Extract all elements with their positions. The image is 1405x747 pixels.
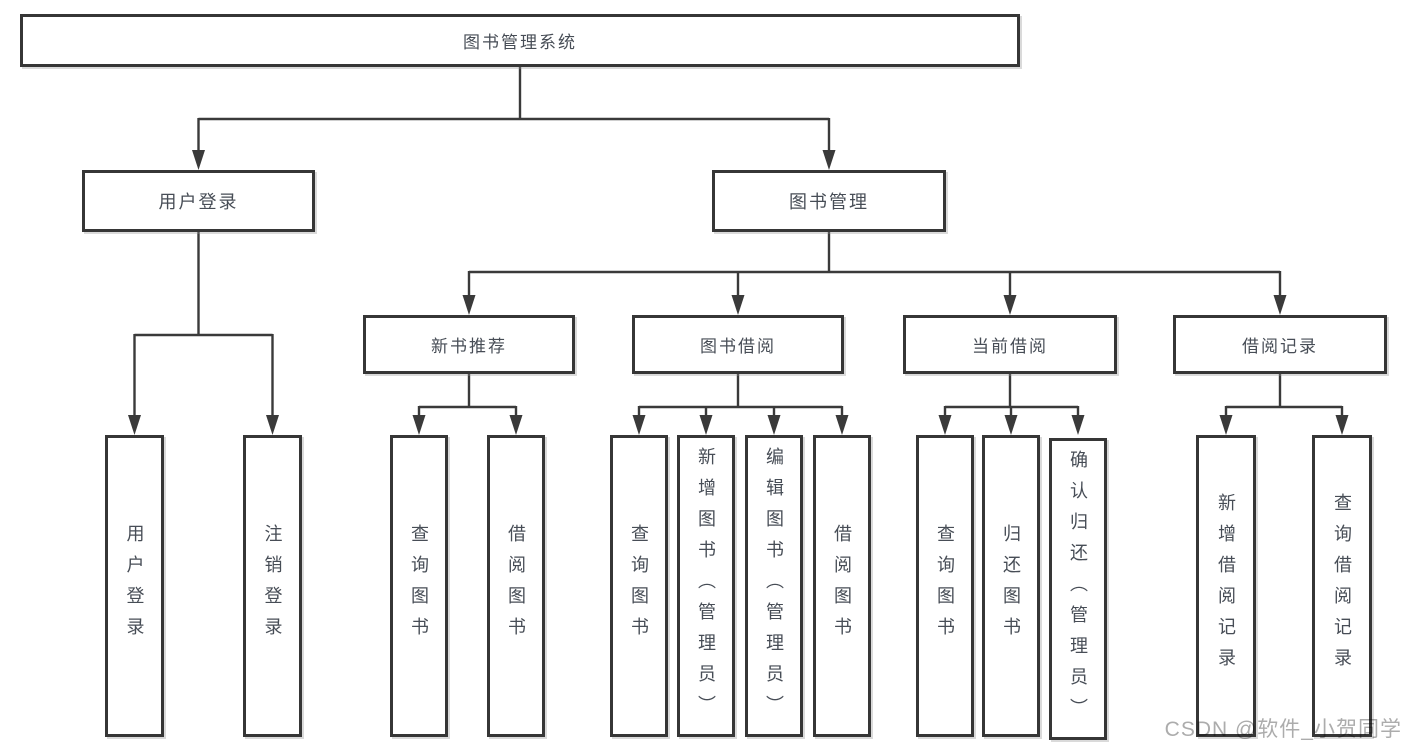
leaf-user-login: 用户登录 xyxy=(105,435,164,737)
leaf-query-borrow-record: 查询借阅记录 xyxy=(1312,435,1372,737)
node-user-login: 用户登录 xyxy=(82,170,315,232)
leaf-borrow-book-rec: 借阅图书 xyxy=(487,435,545,737)
branch-root xyxy=(192,67,836,170)
leaf-add-borrow-record: 新增借阅记录 xyxy=(1196,435,1256,737)
leaf-return-book: 归还图书 xyxy=(982,435,1040,737)
node-borrow-records: 借阅记录 xyxy=(1173,315,1387,374)
node-book-mgmt: 图书管理 xyxy=(712,170,946,232)
leaf-confirm-return-admin: 确认归还（管理员） xyxy=(1049,438,1107,740)
csdn-watermark: CSDN @软件_小贺同学 xyxy=(1164,718,1402,741)
branch-book-mgmt xyxy=(462,232,1287,315)
leaf-edit-book-admin: 编辑图书（管理员） xyxy=(745,435,803,737)
node-root: 图书管理系统 xyxy=(20,14,1020,67)
node-book-borrow: 图书借阅 xyxy=(632,315,844,374)
branch-borrow-records xyxy=(1219,374,1349,435)
leaf-borrow-book-borrow: 借阅图书 xyxy=(813,435,871,737)
node-current-borrow: 当前借阅 xyxy=(903,315,1117,374)
branch-book-borrow xyxy=(632,374,849,435)
branch-user-login xyxy=(128,232,279,435)
leaf-query-book-current: 查询图书 xyxy=(916,435,974,737)
leaf-logout: 注销登录 xyxy=(243,435,302,737)
leaf-query-book-rec: 查询图书 xyxy=(390,435,448,737)
leaf-query-book-borrow: 查询图书 xyxy=(610,435,668,737)
leaf-add-book-admin: 新增图书（管理员） xyxy=(677,435,735,737)
branch-current-borrow xyxy=(938,374,1085,435)
branch-new-book-rec xyxy=(412,374,523,435)
node-new-book-rec: 新书推荐 xyxy=(363,315,575,374)
